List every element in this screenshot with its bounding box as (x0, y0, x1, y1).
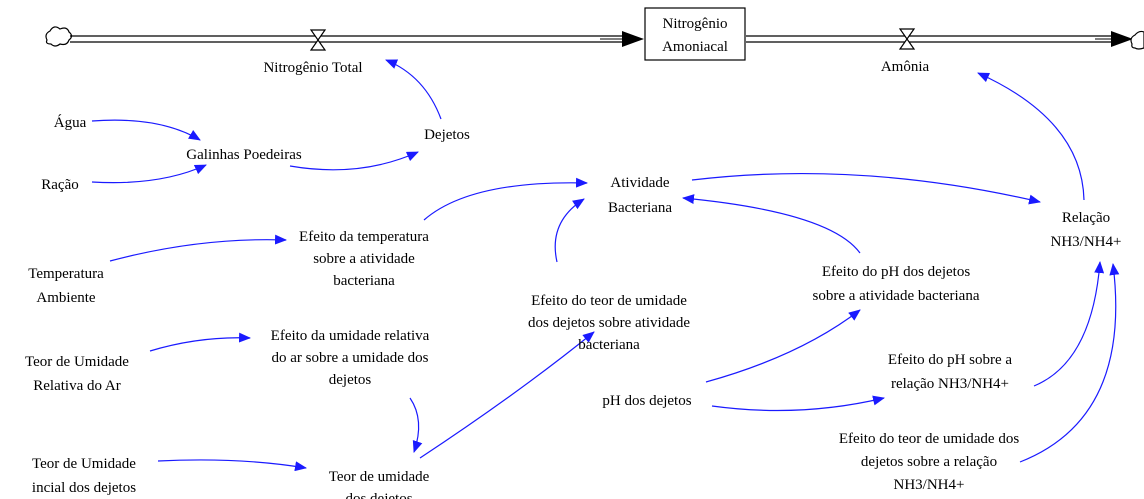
link-temperatura-efeito-temp (109, 234, 287, 262)
svg-text:relação NH3/NH4+: relação NH3/NH4+ (891, 376, 1009, 392)
var-temperatura-ambiente[interactable]: Temperatura Ambiente (28, 266, 104, 306)
svg-text:sobre a atividade: sobre a atividade (313, 251, 415, 267)
var-racao[interactable]: Ração (41, 177, 78, 193)
link-ph-efeito-ph-rel (711, 395, 885, 412)
svg-text:Teor de Umidade: Teor de Umidade (32, 456, 136, 472)
svg-text:dos dejetos sobre atividade: dos dejetos sobre atividade (528, 315, 690, 331)
var-efeito-teor-umidade-relacao[interactable]: Efeito do teor de umidade dos dejetos so… (839, 431, 1020, 493)
link-dejetos-nitrogenio-total (385, 59, 442, 120)
var-efeito-umidade-relativa[interactable]: Efeito da umidade relativa do ar sobre a… (271, 328, 430, 388)
svg-text:bacteriana: bacteriana (333, 273, 395, 289)
link-agua-galinhas (91, 119, 201, 141)
var-efeito-temperatura[interactable]: Efeito da temperatura sobre a atividade … (299, 229, 429, 289)
svg-text:NH3/NH4+: NH3/NH4+ (1051, 234, 1122, 250)
var-teor-umidade-relativa-ar[interactable]: Teor de Umidade Relativa do Ar (25, 354, 129, 394)
svg-text:Efeito do pH dos dejetos: Efeito do pH dos dejetos (822, 264, 970, 280)
svg-text:sobre a atividade bacteriana: sobre a atividade bacteriana (813, 288, 980, 304)
link-efeito-ur-teor-umidade (409, 397, 423, 453)
cloud-sink-icon (1130, 30, 1144, 50)
var-atividade-bacteriana[interactable]: Atividade Bacteriana (608, 175, 672, 216)
link-ph-efeito-ph-ativ (705, 309, 861, 383)
link-efeito-teor-atividade (554, 198, 585, 263)
svg-text:bacteriana: bacteriana (578, 337, 640, 353)
var-efeito-teor-umidade-atividade[interactable]: Efeito do teor de umidade dos dejetos so… (528, 293, 690, 353)
svg-text:Água: Água (54, 114, 87, 131)
var-teor-umidade-dejetos[interactable]: Teor de umidade dos dejetos (329, 469, 430, 499)
svg-text:dejetos: dejetos (329, 372, 372, 388)
svg-text:Ambiente: Ambiente (36, 290, 95, 306)
svg-text:dos dejetos: dos dejetos (345, 491, 412, 499)
var-galinhas-poedeiras[interactable]: Galinhas Poedeiras (186, 147, 302, 163)
svg-text:Bacteriana: Bacteriana (608, 200, 672, 216)
svg-text:Relação: Relação (1062, 210, 1110, 226)
var-dejetos[interactable]: Dejetos (424, 127, 470, 143)
svg-text:Efeito do teor de umidade: Efeito do teor de umidade (531, 293, 687, 309)
svg-text:Atividade: Atividade (610, 175, 669, 191)
svg-text:Teor de Umidade: Teor de Umidade (25, 354, 129, 370)
svg-text:Efeito do teor de umidade dos: Efeito do teor de umidade dos (839, 431, 1020, 447)
var-ph-dejetos[interactable]: pH dos dejetos (602, 393, 691, 409)
svg-text:Dejetos: Dejetos (424, 127, 470, 143)
svg-text:pH dos dejetos: pH dos dejetos (602, 393, 691, 409)
flow-label-nitrogenio-total[interactable]: Nitrogênio Total (263, 60, 362, 76)
svg-text:do ar sobre a umidade dos: do ar sobre a umidade dos (271, 350, 428, 366)
var-efeito-ph-atividade[interactable]: Efeito do pH dos dejetos sobre a ativida… (813, 264, 980, 304)
svg-text:Galinhas Poedeiras: Galinhas Poedeiras (186, 147, 302, 163)
svg-text:Teor de umidade: Teor de umidade (329, 469, 430, 485)
link-efeito-temp-atividade (423, 177, 588, 221)
svg-text:Efeito da umidade relativa: Efeito da umidade relativa (271, 328, 430, 344)
var-efeito-ph-relacao[interactable]: Efeito do pH sobre a relação NH3/NH4+ (888, 352, 1012, 392)
valve-icon (309, 29, 327, 51)
var-agua[interactable]: Água (54, 114, 87, 131)
link-racao-galinhas (91, 164, 207, 184)
stock-label: Nitrogênio (663, 16, 728, 32)
flow-amonia (746, 28, 1144, 50)
link-teor-inicial-teor-umidade (157, 459, 307, 472)
svg-text:NH3/NH4+: NH3/NH4+ (894, 477, 965, 493)
link-galinhas-dejetos (289, 151, 419, 171)
link-efeito-teor-rel-relacao (1019, 263, 1120, 463)
var-teor-umidade-inicial[interactable]: Teor de Umidade incial dos dejetos (32, 456, 136, 496)
stock-nitrogenio-amoniacal[interactable]: Nitrogênio Amoniacal (644, 7, 746, 61)
link-teor-umidade-efeito-teor (419, 331, 595, 459)
svg-text:Efeito do pH sobre a: Efeito do pH sobre a (888, 352, 1012, 368)
svg-text:Ração: Ração (41, 177, 78, 193)
link-efeito-ph-rel-relacao (1033, 261, 1105, 387)
svg-text:dejetos sobre a relação: dejetos sobre a relação (861, 454, 997, 470)
flow-label-amonia[interactable]: Amônia (881, 59, 930, 75)
flow-nitrogenio-total (45, 26, 644, 51)
link-atividade-relacao (691, 172, 1041, 205)
svg-text:Relativa do Ar: Relativa do Ar (33, 378, 120, 394)
link-teor-ur-ar-efeito-ur (149, 332, 251, 352)
var-relacao-nh3-nh4[interactable]: Relação NH3/NH4+ (1051, 210, 1122, 250)
link-relacao-amonia (977, 72, 1085, 201)
cloud-source-icon (45, 26, 73, 47)
causal-links (91, 59, 1120, 472)
svg-text:Efeito da temperatura: Efeito da temperatura (299, 229, 429, 245)
link-efeito-ph-atividade (682, 194, 861, 254)
svg-text:Temperatura: Temperatura (28, 266, 104, 282)
valve-icon (898, 28, 916, 50)
svg-text:incial dos dejetos: incial dos dejetos (32, 480, 136, 496)
stock-label: Amoniacal (662, 39, 728, 55)
